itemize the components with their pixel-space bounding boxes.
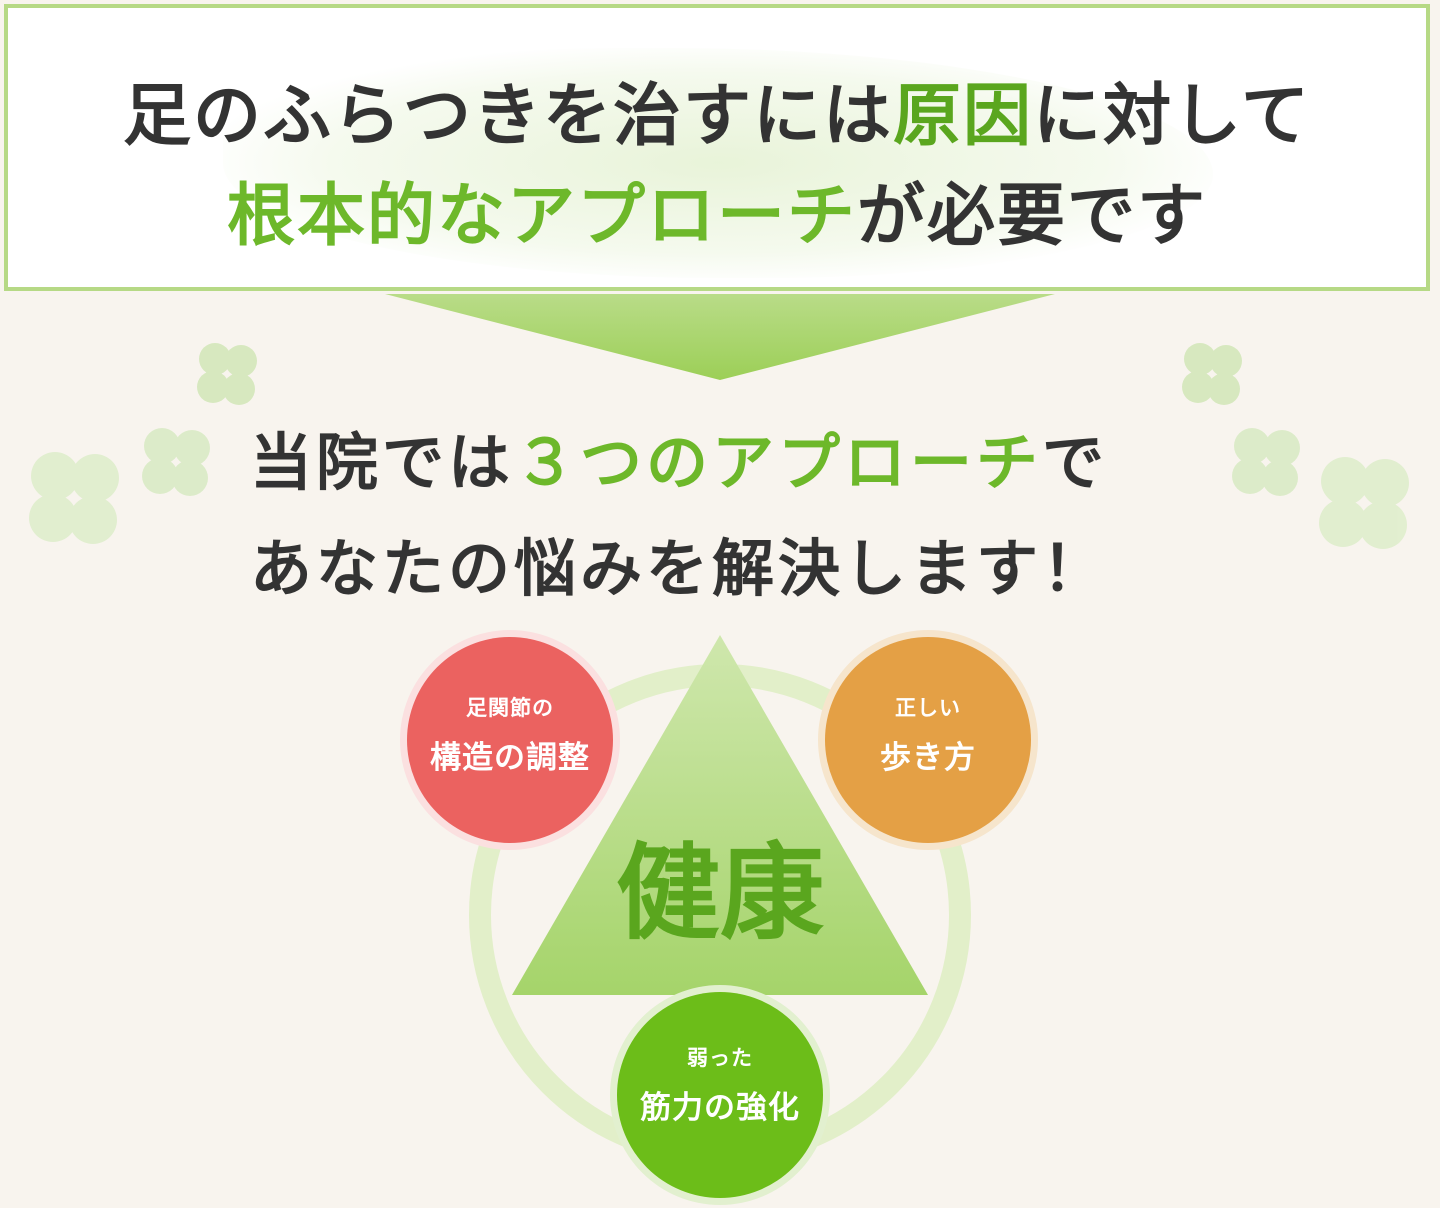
muscle-label: 弱った 筋力の強化 [620,1042,820,1127]
walking-label-big: 歩き方 [880,740,976,776]
center-label-health: 健康 [615,832,824,954]
approach-text: で [1042,426,1109,499]
approach-line-2: あなたの悩みを解決します！ [250,532,1109,605]
headline-text: 足のふらつきを治すには [123,77,894,156]
structure-label-big: 構造の調整 [430,740,590,776]
approach-text: 当院では [250,426,515,499]
headline-highlight-approach: 根本的なアプローチ [226,177,857,256]
headline-text: が必要です [857,177,1208,256]
headline-line-1: 足のふらつきを治すには原因に対して [8,60,1426,159]
muscle-label-small: 弱った [687,1046,753,1070]
clover-icon [29,452,119,544]
headline-text: に対して [1033,77,1311,156]
structure-label-small: 足関節の [466,696,554,720]
muscle-circle [617,992,823,1198]
down-arrow-icon [385,294,1055,380]
health-triangle [512,635,928,995]
structure-label: 足関節の 構造の調整 [410,692,610,777]
clover-icon [1319,457,1409,549]
approach-line-1: 当院では３つのアプローチで [250,412,1250,502]
approach-highlight: ３つのアプローチ [514,426,1043,499]
clover-icon [142,428,210,496]
walking-label: 正しい 歩き方 [828,692,1028,777]
muscle-label-big: 筋力の強化 [640,1090,800,1126]
walking-label-small: 正しい [895,696,961,720]
structure-circle [407,637,613,843]
headline-highlight-cause: 原因 [893,77,1034,156]
headline-line-2: 根本的なアプローチが必要です [8,160,1426,259]
clover-icon [1182,343,1242,405]
clover-icon [1232,428,1300,496]
headline-box: 足のふらつきを治すには原因に対して 根本的なアプローチが必要です [4,4,1430,291]
brush-stroke-decoration [223,48,1213,278]
clover-icon [197,343,257,405]
walking-circle [825,637,1031,843]
